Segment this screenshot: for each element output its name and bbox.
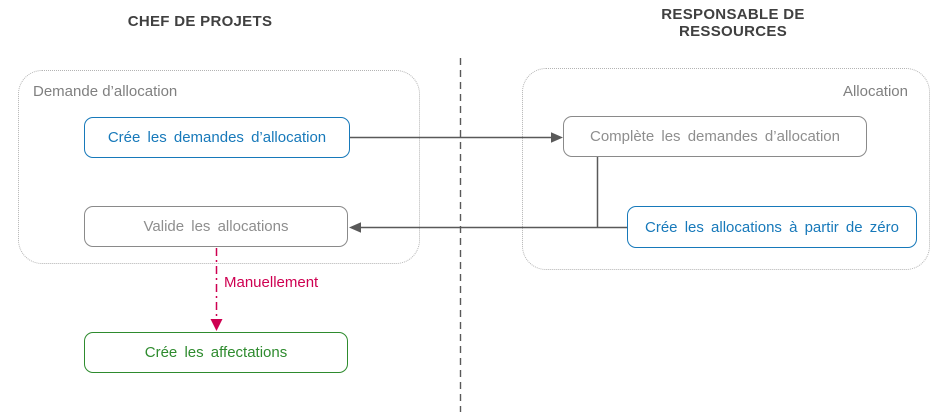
lane-title-chef-de-projets: CHEF DE PROJETS xyxy=(127,13,273,30)
zone-label-demande-allocation: Demande d’allocation xyxy=(33,83,178,100)
manual-edge-label: Manuellement xyxy=(224,274,319,291)
arrowhead-manual xyxy=(210,319,223,331)
node-cree-demandes-allocation: Crée les demandes d’allocation xyxy=(84,117,350,158)
node-complete-demandes-allocation: Complète les demandes d’allocation xyxy=(563,116,867,157)
container-allocation xyxy=(522,68,930,270)
node-cree-affectations: Crée les affectations xyxy=(84,332,348,373)
zone-label-allocation: Allocation xyxy=(842,83,908,100)
node-cree-allocations-a-partir-de-zero: Crée les allocations à partir de zéro xyxy=(627,206,917,248)
lane-title-responsable-de-ressources: RESPONSABLE DE RESSOURCES xyxy=(593,6,873,40)
lane-title-line-2: RESSOURCES xyxy=(678,23,788,40)
container-demande-allocation xyxy=(18,70,420,264)
lane-title-line-1: RESPONSABLE DE xyxy=(661,6,805,23)
node-valide-allocations: Valide les allocations xyxy=(84,206,348,247)
